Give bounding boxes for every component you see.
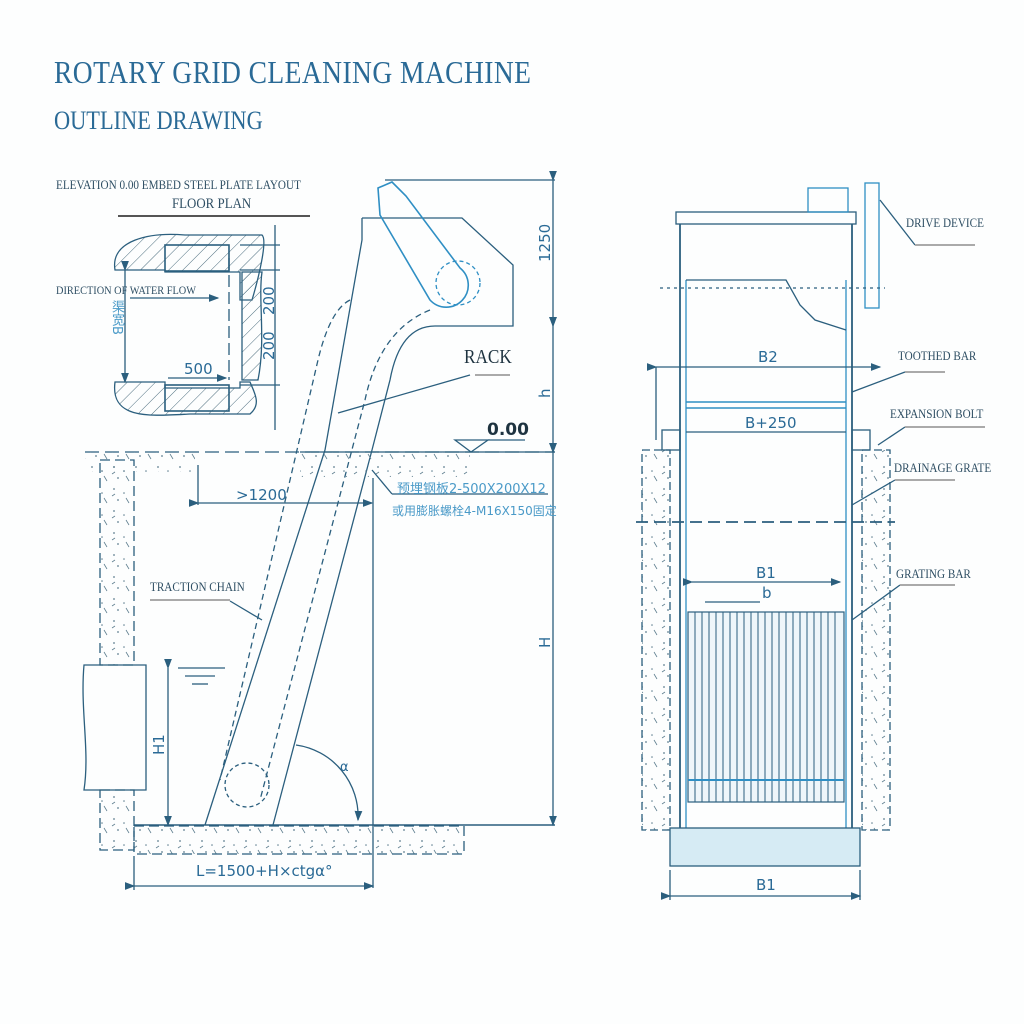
dim-length-formula: L=1500+H×ctgα° (196, 862, 333, 880)
dim-top-1250: 1250 (536, 223, 554, 262)
dim-B-plus-250: B+250 (745, 414, 797, 432)
toothed-bar (686, 401, 846, 409)
callout-toothed-bar: TOOTHED BAR (898, 348, 977, 363)
callout-drainage-grate: DRAINAGE GRATE (894, 460, 992, 475)
callout-expansion-bolt: EXPANSION BOLT (890, 406, 984, 421)
floor-plan (114, 215, 310, 430)
dim-B1-bottom: B1 (756, 876, 776, 894)
water-flow-label: DIRECTION OF WATER FLOW (56, 283, 196, 297)
drawing-title: ROTARY GRID CLEANING MACHINE (54, 54, 532, 90)
floor-plan-title: FLOOR PLAN (172, 196, 252, 212)
traction-chain-label: TRACTION CHAIN (150, 579, 245, 594)
elevation-label: 0.00 (487, 420, 529, 440)
side-view (82, 170, 557, 890)
dim-plate-width: 500 (184, 360, 213, 378)
callout-drive-device: DRIVE DEVICE (906, 215, 984, 230)
floor-plan-caption: ELEVATION 0.00 EMBED STEEL PLATE LAYOUT (56, 177, 301, 192)
dim-b: b (762, 584, 772, 602)
front-view (636, 182, 985, 900)
embed-note-line1: 预埋钢板2-500X200X12 (397, 482, 546, 497)
angle-label: α (340, 760, 349, 775)
dim-B2: B2 (758, 348, 778, 366)
callout-grating-bar: GRATING BAR (896, 566, 971, 581)
embed-note-line2: 或用膨胀螺栓4-M16X150固定 (392, 504, 557, 518)
dim-plate-depth-1: 200 (260, 286, 278, 315)
dim-H: H (536, 636, 554, 648)
dim-H1: H1 (150, 734, 168, 755)
dim-plate-depth-2: 200 (260, 331, 278, 360)
rack-label: RACK (464, 346, 512, 368)
grating-bars (694, 612, 836, 802)
dim-min-distance: >1200 (236, 486, 287, 504)
dim-B1-top: B1 (756, 564, 776, 582)
dim-h: h (536, 388, 554, 398)
channel-width-label: 渠宽B (109, 300, 124, 335)
drawing-subtitle: OUTLINE DRAWING (54, 106, 263, 135)
